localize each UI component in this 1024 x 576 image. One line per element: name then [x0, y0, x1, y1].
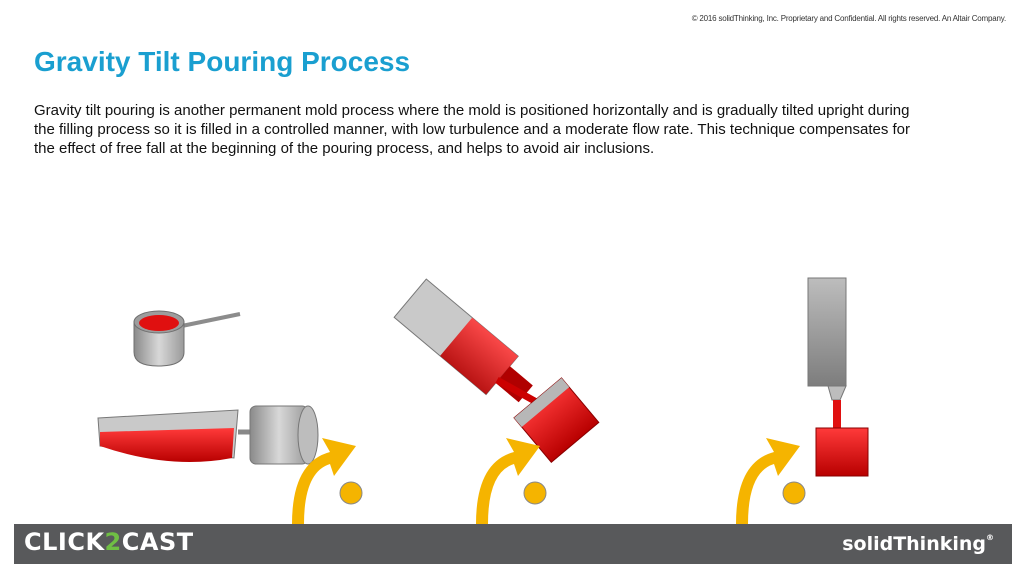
tilt-arrow-icon [292, 438, 363, 524]
footer-bar: CLICK2CAST solidThinking® [14, 524, 1012, 564]
horizontal-mold-icon [97, 405, 319, 465]
page-title: Gravity Tilt Pouring Process [34, 46, 411, 77]
upright-mold-icon [807, 277, 869, 477]
tilted-mold-icon [393, 278, 600, 463]
description-paragraph: Gravity tilt pouring is another permanen… [34, 102, 911, 157]
click2cast-logo: CLICK2CAST [24, 528, 194, 556]
tilt-arrow-icon [736, 438, 806, 524]
copyright-notice: © 2016 solidThinking, Inc. Proprietary a… [691, 14, 1006, 23]
ladle-icon [133, 310, 241, 367]
solidthinking-logo: solidThinking® [842, 533, 994, 555]
tilt-arrow-icon [476, 438, 547, 524]
process-illustration [97, 277, 869, 524]
